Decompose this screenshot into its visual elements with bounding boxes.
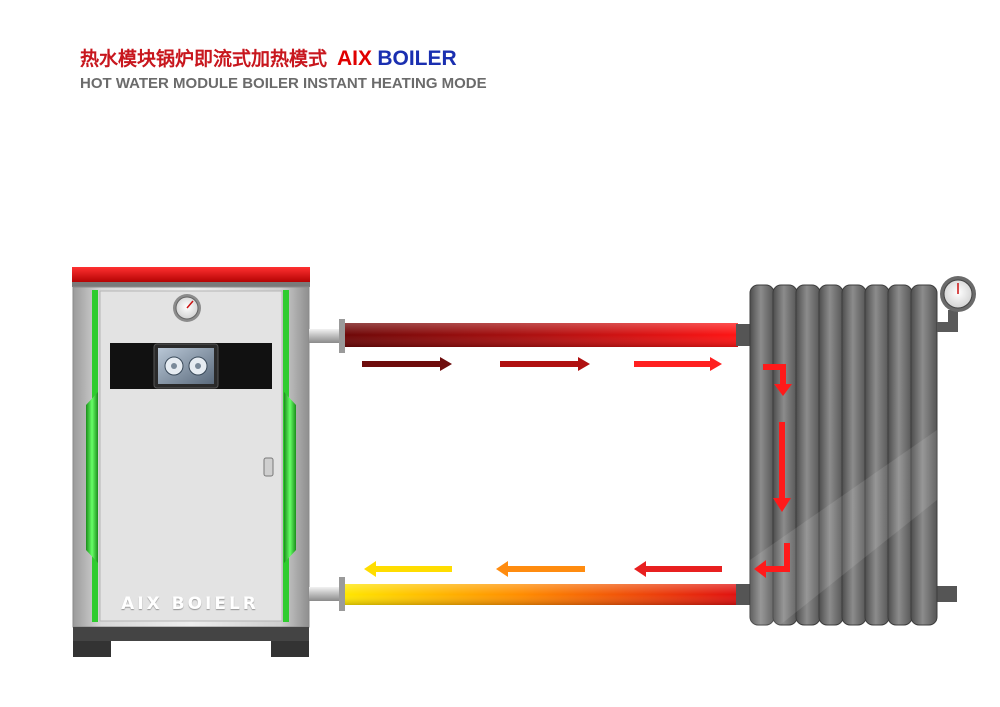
boiler-pressure-gauge-icon [173, 294, 201, 322]
boiler-door [99, 290, 283, 622]
boiler-top-cap [72, 267, 310, 283]
page-title: 热水模块锅炉即流式加热模式 AIX BOILER [80, 44, 457, 71]
green-glow-right [284, 392, 296, 563]
arrow-right-icon [634, 357, 722, 371]
arrow-left-icon [496, 561, 585, 577]
radiator-fins [749, 284, 938, 626]
hot-supply-pipe [345, 323, 738, 347]
outlet-connector [309, 329, 341, 343]
return-pipe [345, 584, 738, 605]
radiator-flow-arrows [754, 364, 792, 578]
arrow-right-icon [362, 357, 452, 371]
arrow-right-icon [500, 357, 590, 371]
radiator-pressure-gauge-icon [937, 276, 976, 332]
radiator-inlet-stub [736, 324, 752, 346]
outlet-flange [339, 319, 345, 353]
return-flow-arrows [364, 561, 722, 577]
radiator [736, 276, 976, 626]
radiator-outlet-stub [736, 584, 752, 605]
title-brand-boiler: BOILER [377, 47, 457, 70]
inlet-connector [309, 587, 341, 601]
boiler-top-cap-edge [72, 282, 310, 287]
arrow-turn-left-icon [754, 543, 790, 578]
boiler-foot-left [73, 641, 111, 657]
supply-flow-arrows [362, 357, 722, 371]
boiler-base [73, 627, 309, 641]
arrow-left-icon [634, 561, 722, 577]
green-glow-left [86, 392, 98, 563]
boiler-foot-right [271, 641, 309, 657]
title-chinese: 热水模块锅炉即流式加热模式 [80, 49, 328, 70]
door-handle [263, 457, 274, 477]
arrow-down-icon [773, 422, 791, 512]
title-brand-aix: AIX [337, 47, 373, 70]
arrow-left-icon [364, 561, 452, 577]
arrow-turn-down-icon [763, 364, 792, 396]
boiler-brand-label: AIX BOIELR [121, 594, 259, 614]
boiler-unit [72, 267, 345, 657]
radiator-drain-stub [937, 586, 957, 602]
inlet-flange [339, 577, 345, 611]
page-subtitle: HOT WATER MODULE BOILER INSTANT HEATING … [80, 75, 487, 92]
